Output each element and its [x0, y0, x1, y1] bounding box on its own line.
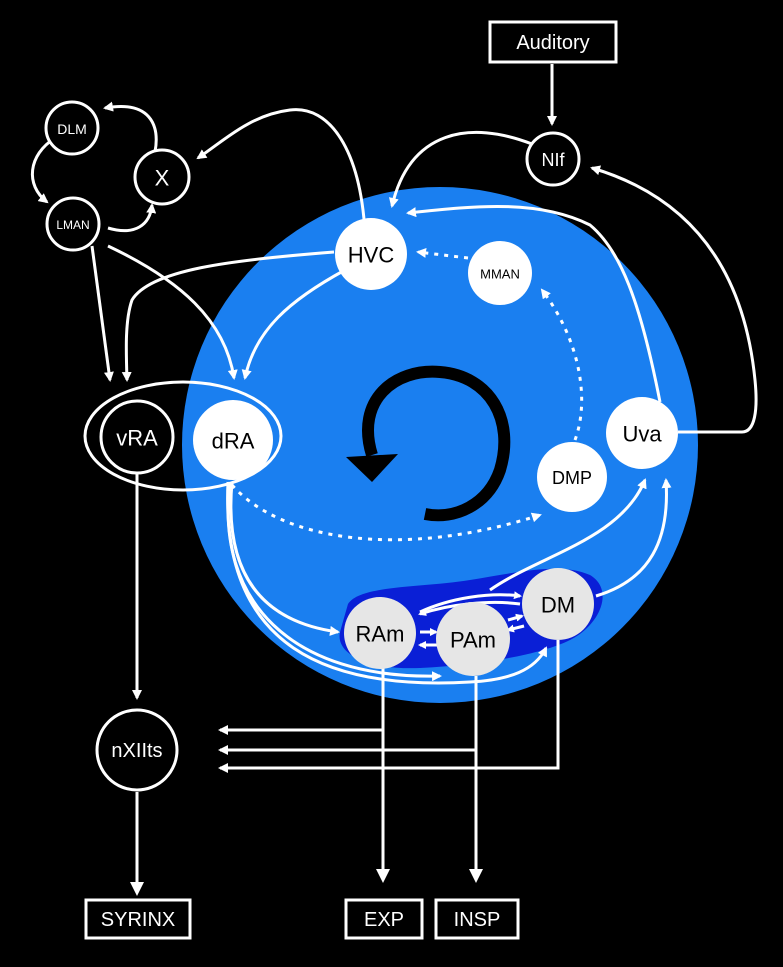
- syrinx-label: SYRINX: [101, 909, 175, 931]
- edge-pam-uva: [489, 478, 647, 592]
- edge-x-dlm: [103, 101, 158, 153]
- edge-pam-dm: [507, 613, 524, 622]
- dotted-connections: [230, 247, 584, 542]
- node-dlm: DLM: [44, 100, 100, 156]
- auditory-label: Auditory: [516, 32, 589, 54]
- edge-dm-pam: [506, 624, 525, 633]
- node-hvc: HVC: [335, 218, 407, 290]
- node-nif: NIf: [525, 131, 581, 187]
- node-nxiits: nXIIts: [95, 708, 179, 792]
- ram-label: RAm: [356, 622, 405, 647]
- edge-mman-hvc: [416, 247, 469, 260]
- connections: [31, 64, 758, 896]
- dra-label: dRA: [212, 429, 255, 454]
- edge-dra-dm: [226, 481, 548, 685]
- circular-arrow-icon: [346, 365, 511, 522]
- edge-dra-ram: [229, 481, 340, 636]
- edge-dm-uva: [595, 478, 672, 598]
- exp-label: EXP: [364, 909, 404, 931]
- node-mman: MMAN: [468, 241, 532, 305]
- edge-ram-dm: [419, 591, 522, 614]
- node-dmp: DMP: [537, 442, 607, 512]
- vra-label: vRA: [116, 426, 158, 451]
- hvc-label: HVC: [348, 243, 395, 268]
- edge-dm-nxiits: [218, 640, 560, 773]
- node-dra: dRA: [193, 400, 273, 480]
- dmp-label: DMP: [552, 468, 592, 488]
- node-pam: PAm: [436, 602, 510, 676]
- pam-label: PAm: [450, 628, 496, 653]
- edge-hvc-dra: [241, 268, 346, 380]
- x-label: X: [155, 166, 170, 191]
- dm-label: DM: [541, 593, 575, 618]
- node-dm: DM: [522, 568, 594, 640]
- exp-box: EXP: [344, 898, 424, 940]
- edge-lman-x: [107, 203, 157, 233]
- edge-lman-vra: [90, 245, 114, 382]
- lman-label: LMAN: [56, 218, 89, 232]
- edge-dlm-lman: [31, 136, 56, 204]
- nif-label: NIf: [541, 150, 565, 170]
- node-ram: RAm: [344, 597, 416, 669]
- node-uva: Uva: [606, 397, 678, 469]
- edge-nif-hvc: [388, 131, 533, 208]
- node-x: X: [133, 148, 191, 206]
- edge-uva-nif: [590, 165, 758, 434]
- syrinx-box: SYRINX: [84, 898, 192, 940]
- edge-hvc-x: [196, 108, 367, 233]
- edge-dmp-mman: [540, 288, 584, 441]
- node-vra: vRA: [99, 399, 175, 475]
- edge-lman-dra: [107, 244, 238, 380]
- edge-dra-dmp: [230, 484, 542, 542]
- insp-label: INSP: [454, 909, 501, 931]
- edge-hvc-vra: [121, 250, 335, 382]
- auditory-box: Auditory: [488, 20, 618, 64]
- uva-label: Uva: [622, 422, 662, 447]
- insp-box: INSP: [434, 898, 520, 940]
- node-lman: LMAN: [45, 196, 101, 252]
- nxiits-label: nXIIts: [111, 740, 162, 762]
- ra-outer-ellipse: [83, 380, 283, 492]
- edge-uva-hvc: [406, 204, 662, 403]
- mman-label: MMAN: [480, 267, 520, 282]
- dlm-label: DLM: [57, 121, 87, 137]
